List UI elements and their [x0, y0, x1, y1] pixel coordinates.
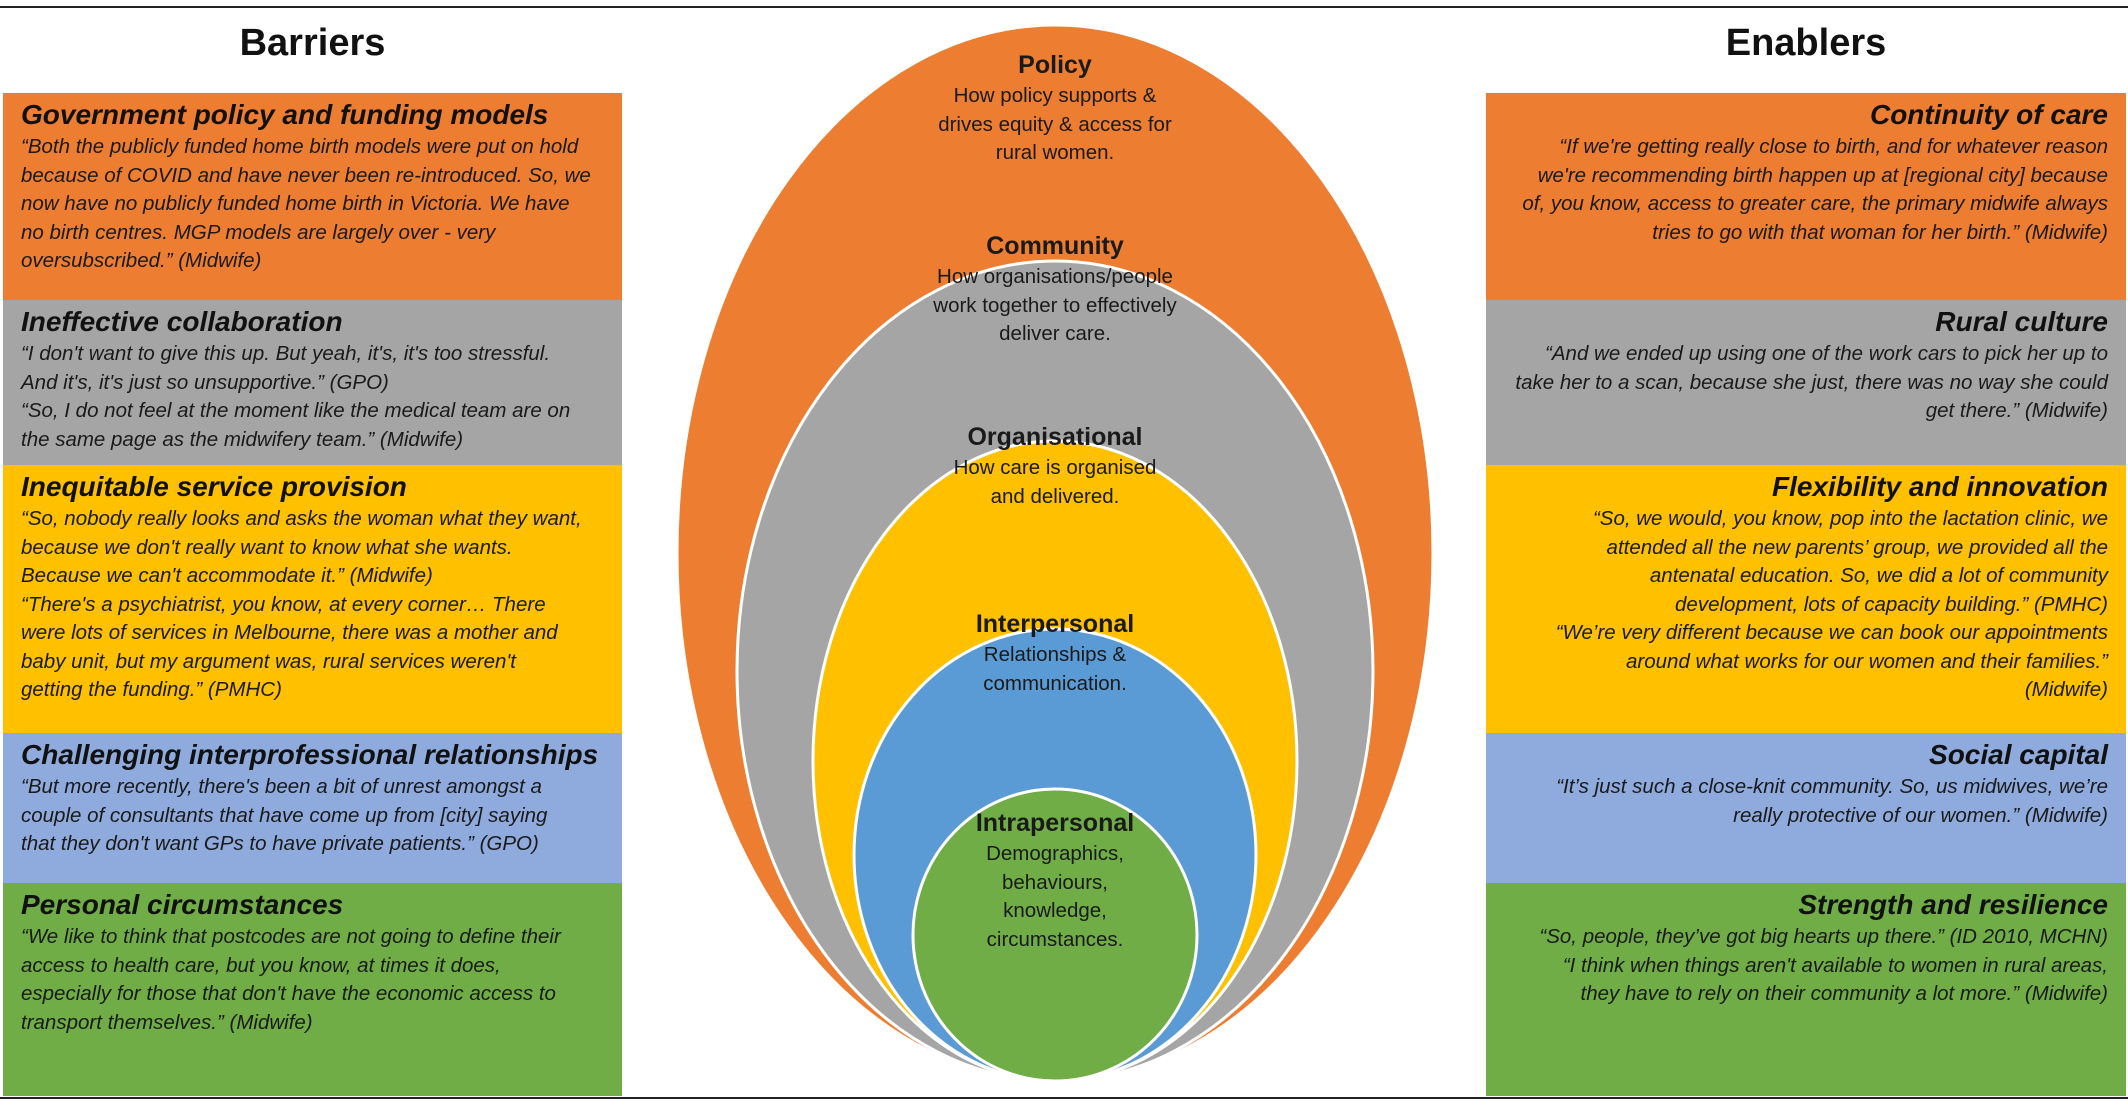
- barrier-quote: “Both the publicly funded home birth mod…: [21, 135, 591, 272]
- barrier-title: Ineffective collaboration: [21, 306, 343, 337]
- level-title: Intrapersonal: [975, 809, 1135, 837]
- enabler-title: Social capital: [1929, 739, 2108, 770]
- level-description: Demographics, behaviours, knowledge, cir…: [986, 842, 1124, 951]
- enabler-box-strength: Strength and resilience “So, people, the…: [1486, 883, 2126, 1096]
- level-description: Relationships & communication.: [983, 643, 1127, 695]
- level-label-interpersonal: Interpersonal Relationships & communicat…: [925, 607, 1185, 698]
- enabler-title: Rural culture: [1935, 306, 2108, 337]
- barrier-box-collaboration: Ineffective collaboration “I don't want …: [3, 300, 622, 465]
- barrier-quote: “I don't want to give this up. But yeah,…: [21, 342, 571, 451]
- level-title: Policy: [1018, 51, 1092, 79]
- barrier-title: Government policy and funding models: [21, 99, 549, 130]
- barrier-title: Personal circumstances: [21, 889, 344, 920]
- barrier-title: Challenging interprofessional relationsh…: [21, 739, 599, 770]
- ellipse-intrapersonal: [911, 787, 1199, 1083]
- enabler-box-flexibility: Flexibility and innovation “So, we would…: [1486, 465, 2126, 733]
- level-label-policy: Policy How policy supports & drives equi…: [905, 48, 1205, 168]
- enabler-box-social-capital: Social capital “It’s just such a close-k…: [1486, 733, 2126, 883]
- bottom-rule: [0, 1097, 2128, 1099]
- level-title: Organisational: [967, 423, 1143, 451]
- barrier-quote: “But more recently, there's been a bit o…: [21, 775, 548, 855]
- level-label-intrapersonal: Intrapersonal Demographics, behaviours, …: [945, 806, 1165, 954]
- enabler-quote: “So, people, they’ve got big hearts up t…: [1539, 925, 2108, 1005]
- enabler-quote: “It’s just such a close-knit community. …: [1556, 775, 2108, 827]
- barrier-box-personal-circumstances: Personal circumstances “We like to think…: [3, 883, 622, 1096]
- barrier-title: Inequitable service provision: [21, 471, 407, 502]
- level-title: Interpersonal: [975, 610, 1135, 638]
- enabler-title: Flexibility and innovation: [1771, 471, 2108, 502]
- enabler-box-continuity: Continuity of care “If we're getting rea…: [1486, 93, 2126, 300]
- enabler-quote: “So, we would, you know, pop into the la…: [1555, 507, 2108, 701]
- barrier-box-relationships: Challenging interprofessional relationsh…: [3, 733, 622, 883]
- enabler-title: Continuity of care: [1869, 99, 2108, 130]
- barrier-quote: “So, nobody really looks and asks the wo…: [21, 507, 582, 701]
- level-description: How care is organised and delivered.: [953, 456, 1157, 508]
- level-title: Community: [986, 232, 1124, 260]
- barriers-heading: Barriers: [239, 22, 386, 64]
- level-description: How policy supports & drives equity & ac…: [938, 84, 1172, 164]
- level-label-community: Community How organisations/people work …: [895, 229, 1215, 349]
- enabler-title: Strength and resilience: [1798, 889, 2108, 920]
- barrier-box-policy-funding: Government policy and funding models “Bo…: [3, 93, 622, 300]
- barrier-box-service-provision: Inequitable service provision “So, nobod…: [3, 465, 622, 733]
- top-rule: [0, 6, 2128, 8]
- enabler-quote: “If we're getting really close to birth,…: [1522, 135, 2108, 244]
- enabler-quote: “And we ended up using one of the work c…: [1515, 342, 2108, 422]
- level-description: How organisations/people work together t…: [933, 265, 1177, 345]
- enablers-heading: Enablers: [1725, 22, 1887, 64]
- level-label-organisational: Organisational How care is organised and…: [905, 420, 1205, 511]
- enabler-box-rural-culture: Rural culture “And we ended up using one…: [1486, 300, 2126, 465]
- barrier-quote: “We like to think that postcodes are not…: [21, 925, 561, 1034]
